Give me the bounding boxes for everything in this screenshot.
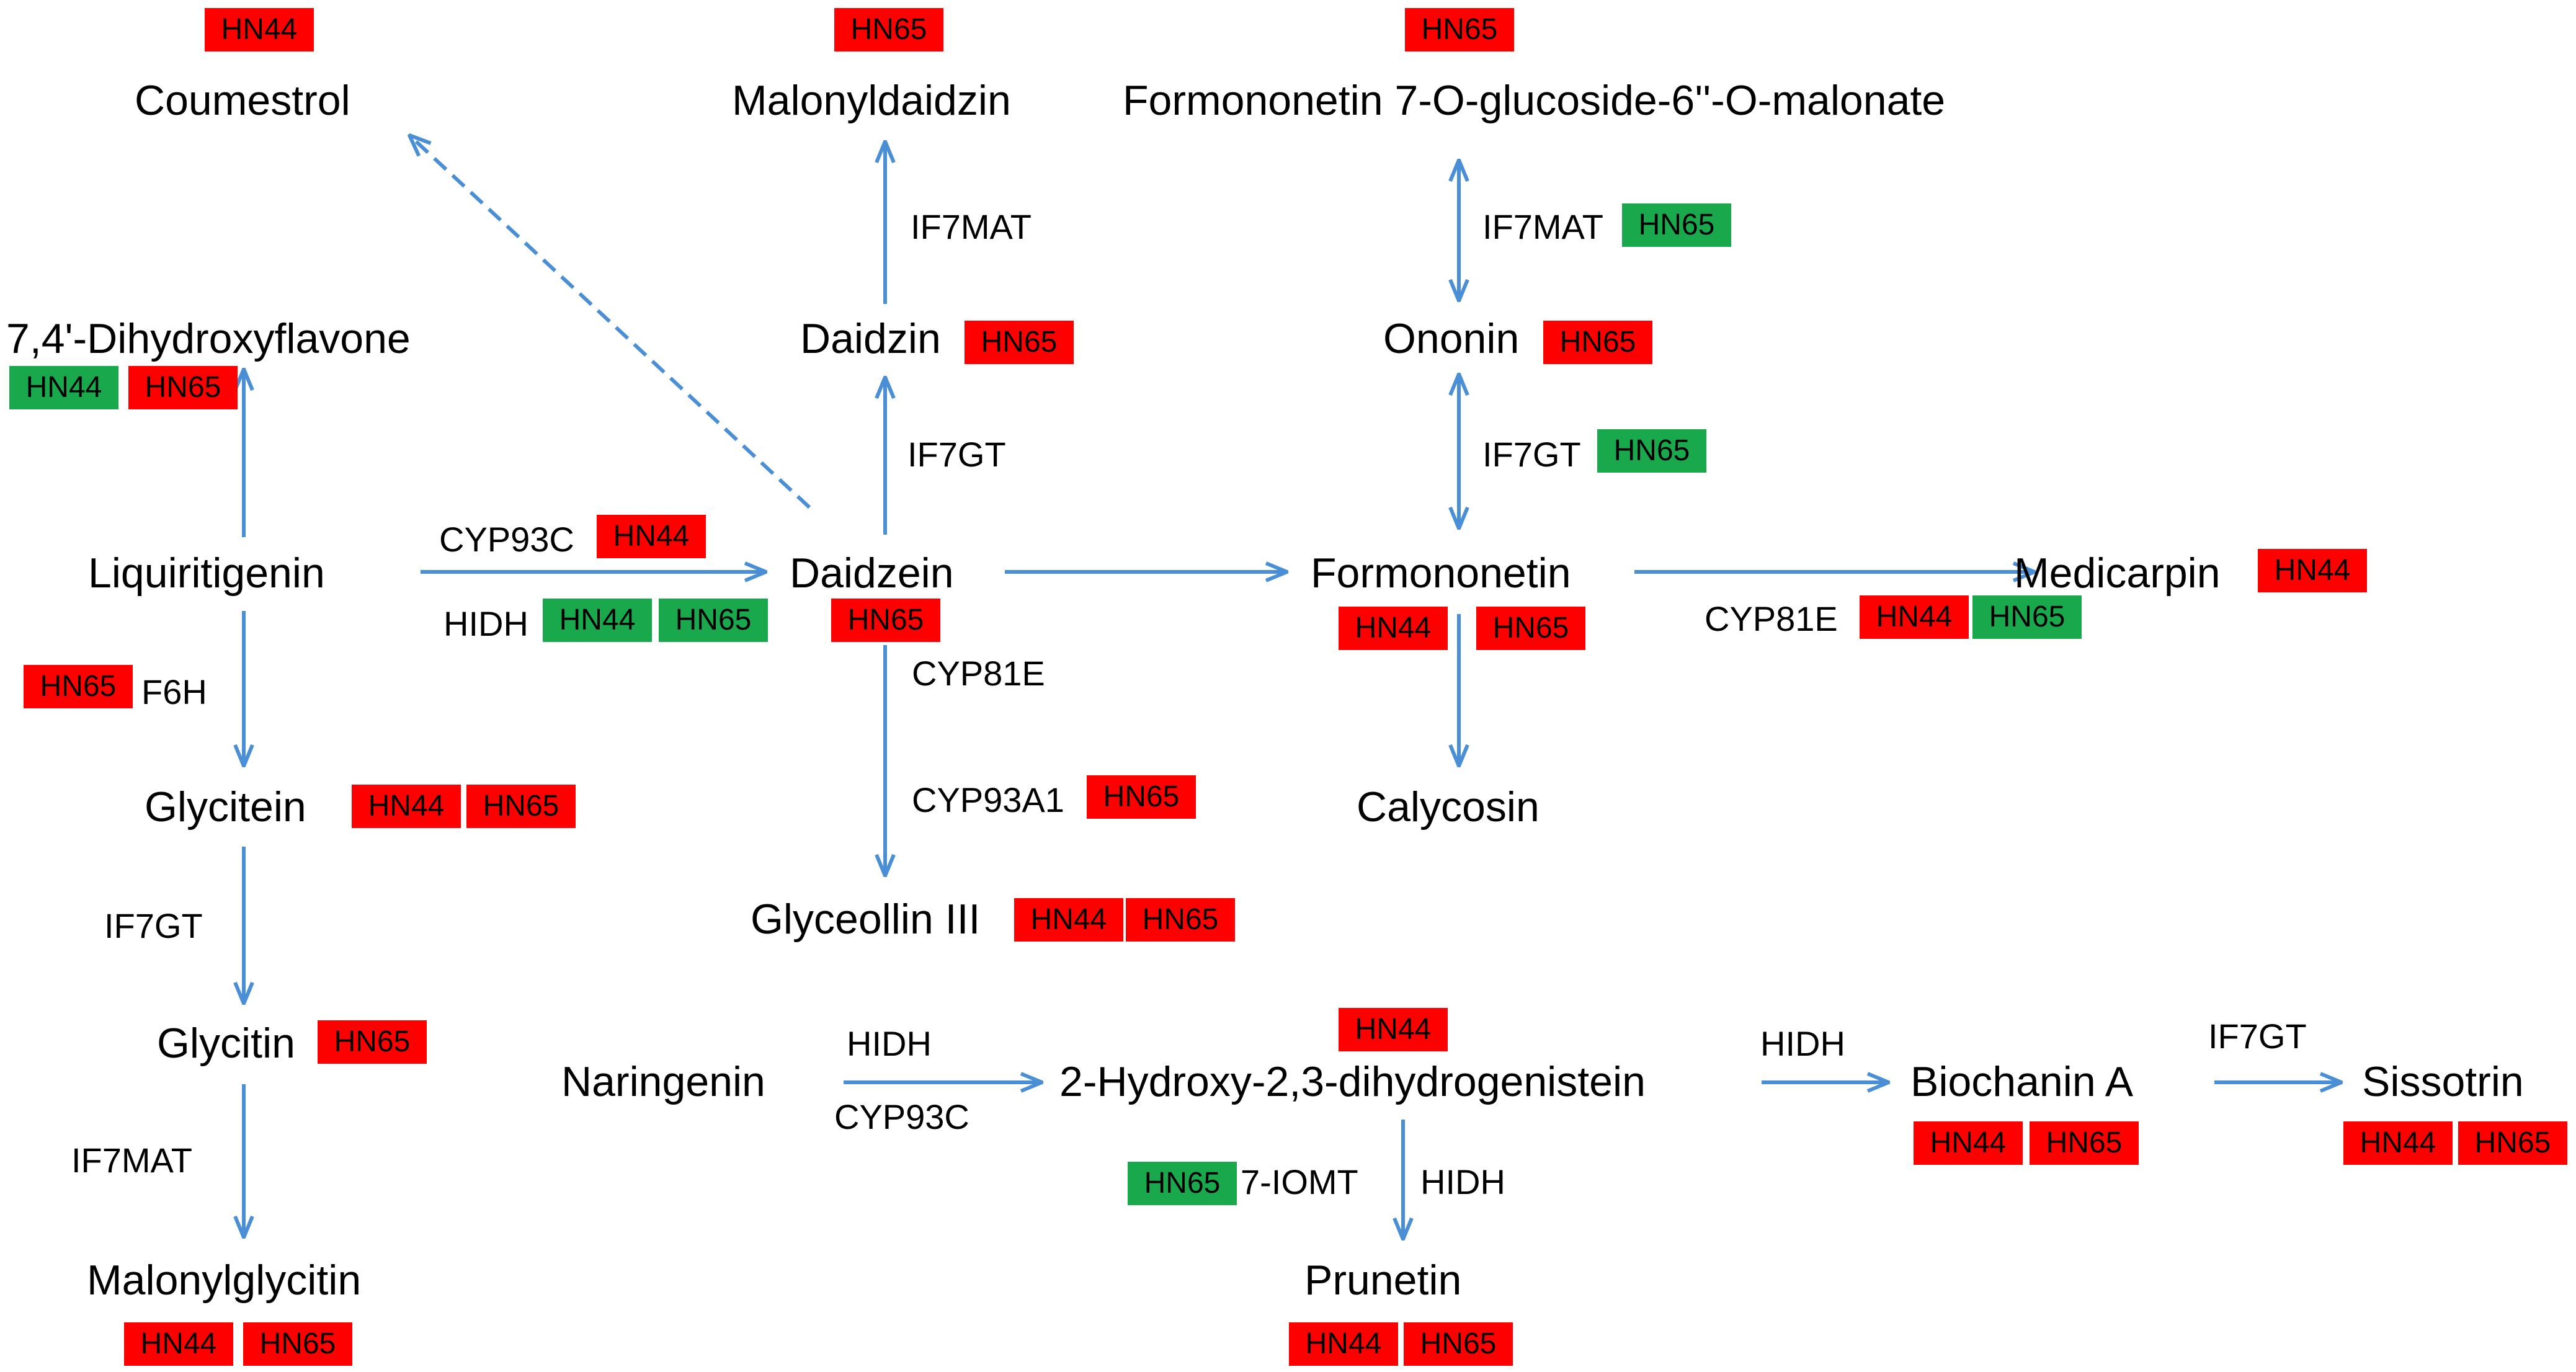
badge-sissotrin-hn65: HN65 [2458,1121,2567,1165]
enzyme-if7gt-formononetin: IF7GT [1482,435,1581,474]
compound-biochanin-a: Biochanin A [1910,1058,2134,1105]
badge-glyceollin-hn65: HN65 [1126,898,1235,942]
compound-glyceollin: Glyceollin III [751,896,981,943]
badge-prunetin-hn44: HN44 [1289,1322,1398,1366]
compound-dihydroxyflavone: 7,4'-Dihydroxyflavone [6,315,411,362]
compound-calycosin: Calycosin [1357,783,1540,831]
badge-dihydroxyflavone-hn65: HN65 [128,366,238,409]
badge-formononetin-hn44: HN44 [1339,607,1448,650]
enzyme-if7mat-glycitin: IF7MAT [71,1141,192,1180]
enzyme-cyp93c-liquiritigenin: CYP93C [439,520,574,559]
badge-hidh-liq-hn65: HN65 [659,599,768,642]
badge-formononetin-hn65: HN65 [1476,607,1585,650]
enzyme-hidh-naringenin: HIDH [847,1024,932,1063]
compound-coumestrol: Coumestrol [135,77,350,124]
compound-naringenin: Naringenin [561,1058,765,1105]
compound-prunetin: Prunetin [1304,1257,1462,1304]
compound-ononin: Ononin [1383,315,1520,362]
badge-dihydroxyflavone-hn44: HN44 [9,366,118,409]
compound-malonyldaidzin: Malonyldaidzin [732,77,1011,124]
enzyme-f6h: F6H [141,672,207,711]
compound-liquiritigenin: Liquiritigenin [88,550,325,597]
badge-7-iomt-hn65: HN65 [1128,1162,1237,1205]
compound-glycitein: Glycitein [145,783,306,831]
compound-sissotrin: Sissotrin [2362,1058,2524,1105]
compound-formononetin-glucoside: Formononetin 7-O-glucoside-6''-O-malonat… [1123,77,1946,124]
badge-daidzein-hn65: HN65 [831,599,940,642]
badge-cyp81e-medicarpin-hn65: HN65 [1972,595,2082,639]
enzyme-hidh-biochanin: HIDH [1760,1024,1845,1063]
compound-daidzin: Daidzin [800,315,941,362]
enzyme-if7gt-glycitein: IF7GT [104,906,203,945]
compound-daidzein: Daidzein [790,550,954,597]
badge-cyp93a1-hn65: HN65 [1087,775,1196,819]
compound-medicarpin: Medicarpin [2014,550,2221,597]
badge-ononin-hn65: HN65 [1543,321,1652,364]
badge-hydroxy-dihydrogenistein-hn44: HN44 [1339,1008,1448,1051]
enzyme-cyp93c-naringenin: CYP93C [834,1097,969,1136]
enzyme-7-iomt: 7-IOMT [1241,1162,1358,1201]
enzyme-if7gt-daidzein: IF7GT [907,435,1006,474]
badge-cyp93c-liq-hn44: HN44 [597,515,706,558]
badge-malonyldaidzin-hn65: HN65 [834,8,943,51]
enzyme-cyp93a1: CYP93A1 [912,780,1064,819]
badge-prunetin-hn65: HN65 [1404,1322,1513,1366]
compound-formononetin: Formononetin [1311,550,1571,597]
enzyme-cyp81e-medicarpin: CYP81E [1705,599,1838,638]
badge-sissotrin-hn44: HN44 [2343,1121,2453,1165]
enzyme-if7mat-ononin: IF7MAT [1482,207,1603,246]
enzyme-if7mat-daidzin: IF7MAT [911,207,1032,246]
badge-f6h-hn65: HN65 [24,665,133,708]
enzyme-if7gt-sissotrin: IF7GT [2208,1017,2307,1056]
compound-glycitin: Glycitin [157,1020,295,1067]
badge-formononetin-glucoside-hn65: HN65 [1405,8,1514,51]
enzyme-cyp81e-daidzein: CYP81E [912,654,1045,693]
enzyme-hidh-prunetin: HIDH [1420,1162,1505,1201]
badge-cyp81e-medicarpin-hn44: HN44 [1860,595,1969,639]
badge-daidzin-hn65: HN65 [965,321,1074,364]
badge-biochanin-hn44: HN44 [1914,1121,2023,1165]
badge-if7gt-formononetin-hn65: HN65 [1597,429,1706,473]
badge-malonylglycitin-hn65: HN65 [243,1322,352,1366]
badge-biochanin-hn65: HN65 [2030,1121,2139,1165]
compound-hydroxy-dihydrogenistein: 2-Hydroxy-2,3-dihydrogenistein [1059,1058,1646,1105]
badge-medicarpin-hn44: HN44 [2258,549,2367,592]
badge-glycitin-hn65: HN65 [318,1020,427,1064]
compound-malonylglycitin: Malonylglycitin [87,1257,362,1304]
badge-coumestrol-hn44: HN44 [205,8,314,51]
badge-glycitein-hn44: HN44 [352,785,461,828]
badge-if7mat-ononin-hn65: HN65 [1622,203,1731,247]
badge-malonylglycitin-hn44: HN44 [124,1322,233,1366]
badge-glycitein-hn65: HN65 [466,785,576,828]
arrow-daidzein-coumestrol [409,135,811,509]
enzyme-hidh-liquiritigenin: HIDH [443,604,528,643]
badge-hidh-liq-hn44: HN44 [543,599,652,642]
badge-glyceollin-hn44: HN44 [1014,898,1123,942]
